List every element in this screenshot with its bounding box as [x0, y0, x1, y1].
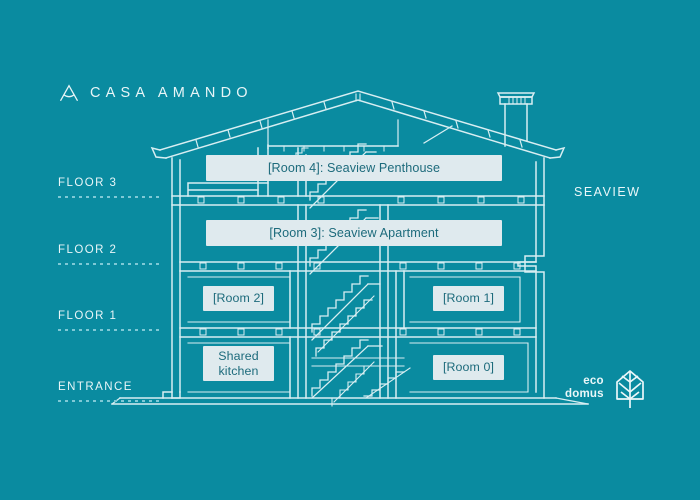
floor-label-floor-1: FLOOR 1 [58, 310, 163, 331]
leaf-tree-icon [615, 370, 644, 408]
room-label-room-0[interactable]: [Room 0] [433, 355, 504, 380]
letter-a-arch-icon [60, 84, 78, 101]
floor-divider-dotted [58, 263, 163, 265]
floor-label-floor-3: FLOOR 3 [58, 177, 163, 198]
brand-name: CASA AMANDO [90, 85, 253, 101]
room-label-room-2[interactable]: [Room 2] [203, 286, 274, 311]
chimney-group [496, 92, 536, 147]
room-label-room-1[interactable]: [Room 1] [433, 286, 504, 311]
floor-label-text: FLOOR 3 [58, 177, 118, 189]
brand-logo: CASA AMANDO [58, 82, 253, 104]
floor-label-floor-2: FLOOR 2 [58, 244, 163, 265]
floor-label-text: FLOOR 2 [58, 244, 118, 256]
seaview-label: SEAVIEW [574, 185, 641, 199]
room-outlines [187, 276, 529, 393]
floor-label-text: FLOOR 1 [58, 310, 118, 322]
floor-divider-dotted [58, 329, 163, 331]
staircase-group [309, 143, 411, 407]
floor-label-entrance: ENTRANCE [58, 381, 163, 402]
floor-label-text: ENTRANCE [58, 381, 133, 393]
eco-domus-line-1: eco [583, 374, 604, 387]
roof-group [150, 90, 566, 159]
floor-slabs [171, 195, 545, 338]
eco-domus-logo: eco domus [565, 368, 647, 408]
stairwell-walls [289, 147, 405, 399]
room-label-room-4[interactable]: [Room 4]: Seaview Penthouse [206, 155, 502, 181]
eco-domus-line-2: domus [565, 388, 604, 400]
room-label-room-3[interactable]: [Room 3]: Seaview Apartment [206, 220, 502, 246]
eco-domus-wordmark: eco domus [565, 375, 604, 402]
floor-divider-dotted [58, 196, 163, 198]
floor-divider-dotted [58, 400, 163, 402]
exterior-walls [111, 157, 589, 405]
